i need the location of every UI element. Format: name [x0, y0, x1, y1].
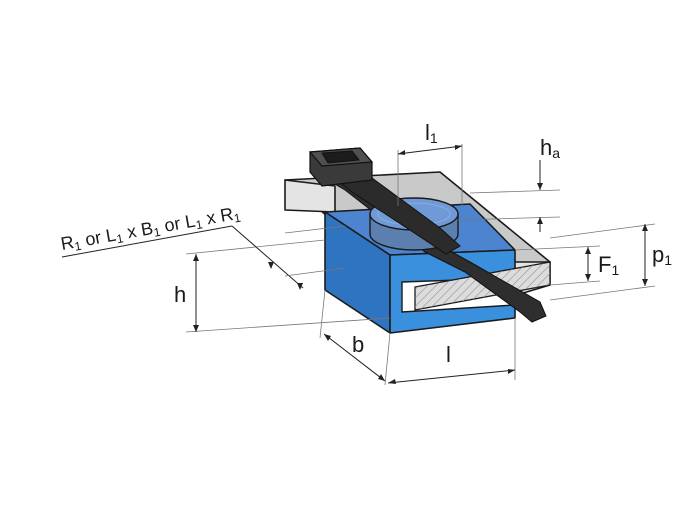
dim-l1-label: l1: [425, 120, 438, 146]
dim-ha-label: ha: [540, 135, 560, 161]
dim-ha: [457, 160, 561, 232]
dim-f1: [514, 245, 601, 286]
formula-label: R1 or L1 x B1 or L1 x R1: [59, 203, 242, 256]
dim-h-label: h: [174, 282, 186, 307]
cable-tie-head: [308, 147, 374, 187]
cable-tie-strap-top: [339, 174, 461, 255]
dim-f1-label: F1: [598, 252, 619, 278]
dim-p1: [549, 223, 656, 301]
dim-l-label: l: [446, 342, 451, 367]
dim-l1: [397, 144, 463, 206]
dim-b-label: b: [352, 332, 364, 357]
formula-leader: [61, 225, 346, 290]
dim-b: [319, 289, 391, 386]
dim-p1-label: p1: [652, 242, 672, 268]
dim-l: [387, 318, 516, 384]
